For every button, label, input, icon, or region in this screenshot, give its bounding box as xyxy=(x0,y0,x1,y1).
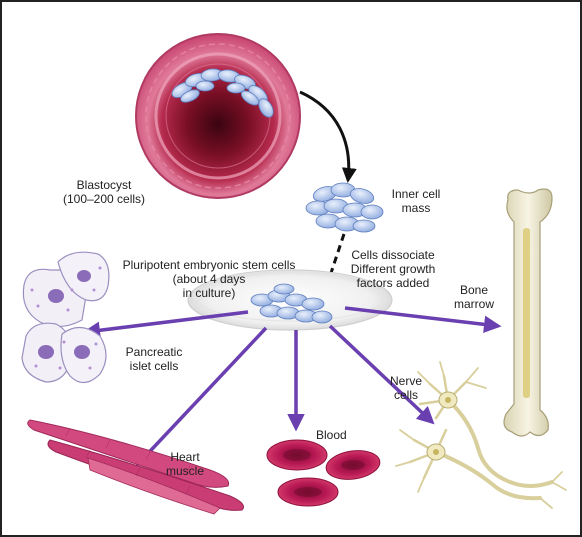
label-heart-line1: Heart xyxy=(150,450,220,464)
bone-marrow-bone xyxy=(504,189,552,436)
label-heart-line2: muscle xyxy=(150,464,220,478)
red-blood-cells xyxy=(267,440,382,506)
label-blastocyst-line2: (100–200 cells) xyxy=(44,192,164,206)
label-icm-line2: mass xyxy=(376,201,456,215)
blastocyst xyxy=(136,34,300,198)
label-nerve-line1: Nerve xyxy=(376,374,436,388)
label-bone-line2: marrow xyxy=(444,297,504,311)
label-dissociate-line1: Cells dissociate xyxy=(338,248,448,262)
label-pluripotent: Pluripotent embryonic stem cells (about … xyxy=(104,258,314,300)
label-pluripotent-line2: (about 4 days xyxy=(104,272,314,286)
label-pluripotent-line1: Pluripotent embryonic stem cells xyxy=(104,258,314,272)
label-dissociate-line2: Different growth xyxy=(338,262,448,276)
label-bone-line1: Bone xyxy=(444,283,504,297)
label-pancreatic: Pancreatic islet cells xyxy=(104,345,204,373)
label-dissociate-line3: factors added xyxy=(338,276,448,290)
label-blastocyst: Blastocyst (100–200 cells) xyxy=(44,178,164,206)
label-nerve-line2: cells xyxy=(376,388,436,402)
arrow-blastocyst-to-icm xyxy=(300,92,349,180)
inner-cell-mass xyxy=(306,183,383,232)
label-bone-marrow: Bone marrow xyxy=(444,283,504,311)
label-heart-muscle: Heart muscle xyxy=(150,450,220,478)
label-pancreatic-line1: Pancreatic xyxy=(104,345,204,359)
label-blastocyst-line1: Blastocyst xyxy=(44,178,164,192)
label-pluripotent-line3: in culture) xyxy=(104,286,314,300)
pancreatic-islet-cells xyxy=(22,252,109,382)
label-pancreatic-line2: islet cells xyxy=(104,359,204,373)
label-icm-line1: Inner cell xyxy=(376,187,456,201)
label-nerve-cells: Nerve cells xyxy=(376,374,436,402)
label-inner-cell-mass: Inner cell mass xyxy=(376,187,456,215)
label-blood: Blood xyxy=(316,428,347,442)
label-cells-dissociate: Cells dissociate Different growth factor… xyxy=(338,248,448,290)
